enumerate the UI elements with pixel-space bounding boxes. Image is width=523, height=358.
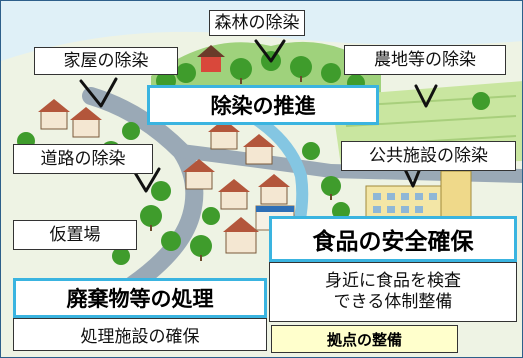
label-public-facility-decontamination: 公共施設の除染 bbox=[341, 141, 516, 171]
label-farmland-decontamination: 農地等の除染 bbox=[344, 45, 506, 75]
label-disposal-facility: 処理施設の確保 bbox=[13, 318, 267, 351]
food-inspection-line2: できる体制整備 bbox=[333, 292, 453, 312]
food-inspection-line1: 身近に食品を検査 bbox=[325, 270, 461, 291]
base-development: 拠点の整備 bbox=[271, 325, 458, 353]
food-inspection-system: 身近に食品を検査 できる体制整備 bbox=[269, 262, 517, 322]
label-forest-decontamination: 森林の除染 bbox=[209, 10, 305, 36]
title-decontamination-promotion: 除染の推進 bbox=[147, 85, 379, 125]
label-house-decontamination: 家屋の除染 bbox=[34, 47, 178, 75]
label-temporary-storage: 仮置場 bbox=[13, 220, 137, 250]
title-waste-disposal: 廃棄物等の処理 bbox=[13, 278, 267, 318]
label-road-decontamination: 道路の除染 bbox=[13, 144, 153, 174]
title-food-safety: 食品の安全確保 bbox=[269, 216, 517, 262]
